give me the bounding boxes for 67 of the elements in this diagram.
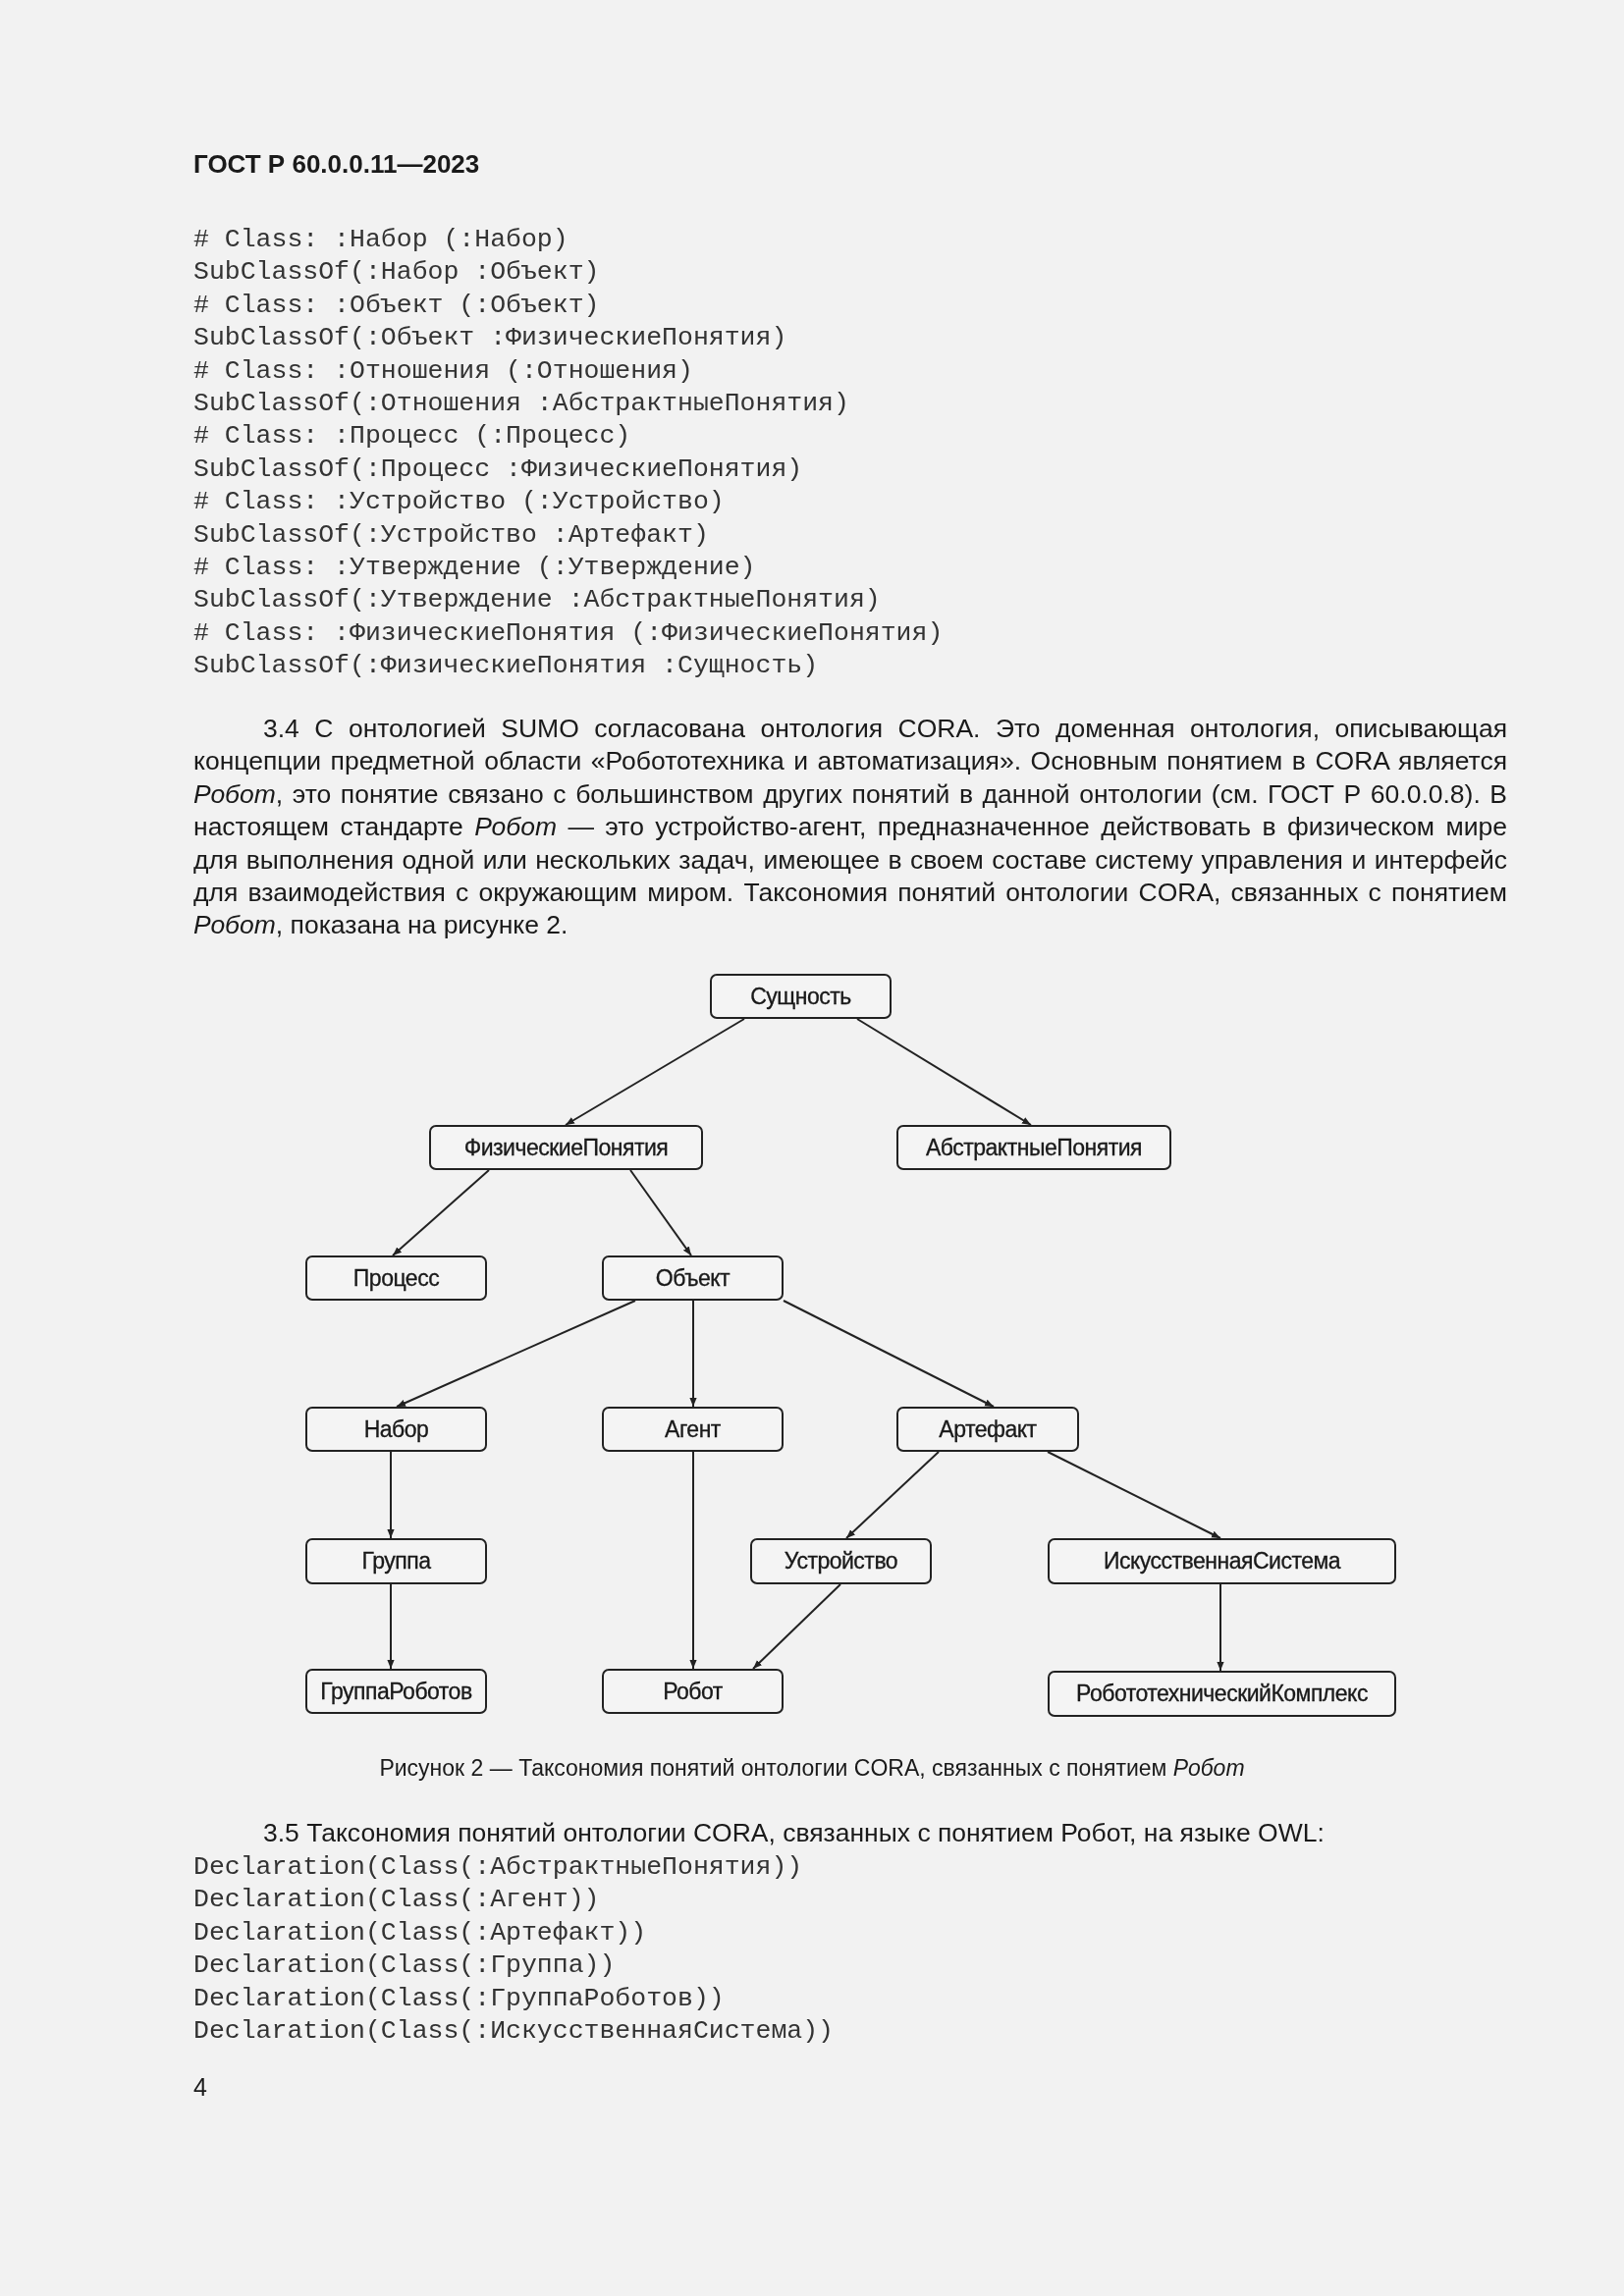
code-line: Declaration(Class(:Артефакт)) xyxy=(193,1916,648,1949)
arrow xyxy=(1047,1451,1221,1539)
class-box xyxy=(602,1255,784,1301)
arrow xyxy=(845,1451,940,1539)
code-line: Declaration(Class(:АбстрактныеПонятия)) xyxy=(193,1851,804,1884)
class-name: Группа xyxy=(361,1548,431,1575)
class-box xyxy=(710,974,892,1019)
code-line: # Class: :Объект (:Объект) xyxy=(193,289,601,322)
class-box xyxy=(1048,1671,1396,1717)
arrow xyxy=(783,1300,995,1408)
arrow xyxy=(752,1583,841,1670)
code-line: Declaration(Class(:ИскусственнаяСистема)) xyxy=(193,2015,834,2049)
class-box xyxy=(750,1538,932,1584)
class-name: Устройство xyxy=(784,1548,898,1575)
class-name: ГруппаРоботов xyxy=(320,1678,472,1705)
arrow xyxy=(1217,1583,1224,1672)
code-line: SubClassOf(:Набор :Объект) xyxy=(193,256,601,290)
paragraph: 3.5 Таксономия понятий онтологии CORA, связанных с понятием Робот, на языке OWL: xyxy=(262,1817,1326,1849)
page-number: 4 xyxy=(193,2073,207,2102)
code-line: Declaration(Class(:Агент)) xyxy=(193,1884,601,1917)
code-line: Declaration(Class(:Группа)) xyxy=(193,1949,617,1983)
class-box xyxy=(305,1538,487,1584)
code-line: SubClassOf(:Отношения :АбстрактныеПонятия) xyxy=(193,388,850,421)
arrow xyxy=(856,1018,1032,1126)
arrow xyxy=(689,1300,697,1408)
class-name: Артефакт xyxy=(939,1415,1037,1443)
class-name: Набор xyxy=(363,1415,429,1443)
class-name: Сущность xyxy=(750,983,851,1010)
code-line: # Class: :Процесс (:Процесс) xyxy=(193,420,632,454)
class-box xyxy=(305,1255,487,1301)
code-line: # Class: :Набор (:Набор) xyxy=(193,224,569,256)
figure-caption: Рисунок 2 — Таксономия понятий онтологии CORA, связанных с понятием Робот xyxy=(378,1755,1246,1782)
arrow xyxy=(565,1018,745,1126)
code-line: SubClassOf(:Утверждение :АбстрактныеПонятия) xyxy=(193,584,882,617)
code-line: Declaration(Class(:ГруппаРоботов)) xyxy=(193,1982,726,2015)
class-box xyxy=(896,1407,1079,1452)
document-header: ГОСТ Р 60.0.0.11—2023 xyxy=(193,149,480,180)
class-name: Агент xyxy=(665,1415,721,1443)
code-line: # Class: :Отношения (:Отношения) xyxy=(193,354,694,388)
class-name: ФизическиеПонятия xyxy=(463,1134,669,1161)
arrow xyxy=(689,1451,697,1670)
class-name: ИскусственнаяСистема xyxy=(1103,1548,1341,1575)
code-line: # Class: :ФизическиеПонятия (:ФизическиеПонятия) xyxy=(193,616,944,650)
arrow xyxy=(387,1583,395,1670)
class-box xyxy=(602,1669,784,1714)
class-box xyxy=(429,1125,703,1170)
code-line: SubClassOf(:Устройство :Артефакт) xyxy=(193,518,710,552)
class-box xyxy=(896,1125,1171,1170)
class-box xyxy=(305,1669,487,1714)
class-name: РобототехническийКомплекс xyxy=(1076,1681,1368,1707)
class-name: АбстрактныеПонятия xyxy=(925,1134,1143,1161)
code-line: SubClassOf(:Процесс :ФизическиеПонятия) xyxy=(193,453,804,486)
class-box xyxy=(305,1407,487,1452)
class-box xyxy=(1048,1538,1396,1584)
arrow xyxy=(387,1451,395,1539)
code-line: SubClassOf(:Объект :ФизическиеПонятия) xyxy=(193,322,788,355)
code-line: # Class: :Устройство (:Устройство) xyxy=(193,486,726,519)
class-name: Объект xyxy=(655,1264,731,1292)
class-name: Процесс xyxy=(352,1264,440,1292)
class-box xyxy=(602,1407,784,1452)
arrow xyxy=(629,1169,692,1256)
arrow xyxy=(396,1300,636,1408)
code-line: # Class: :Утверждение (:Утверждение) xyxy=(193,552,757,585)
arrow xyxy=(392,1169,490,1256)
paragraph: 3.4 С онтологией SUMO согласована онтология CORA. Это доменная онтология, описывающая концепции предметной области «Робототехника и автоматизация». Основным понятием в CORA является Робот, это понятие связано с большинством других понятий в данной онтологии (см. ГОСТ Р 60.0.0.8). В настоящем стандарте Робот — это устройство-агент, предназначенное действовать в физическом мире для выполнения одной или нескольких задач, имеющее в своем составе систему управления и интерфейс для взаимодействия с окружающим миром. Таксономия понятий онтологии CORA, связанных с понятием Робот, показана на рисунке 2. xyxy=(193,713,1507,942)
code-line: SubClassOf(:ФизическиеПонятия :Сущность) xyxy=(193,650,820,683)
class-name: Робот xyxy=(663,1678,723,1705)
